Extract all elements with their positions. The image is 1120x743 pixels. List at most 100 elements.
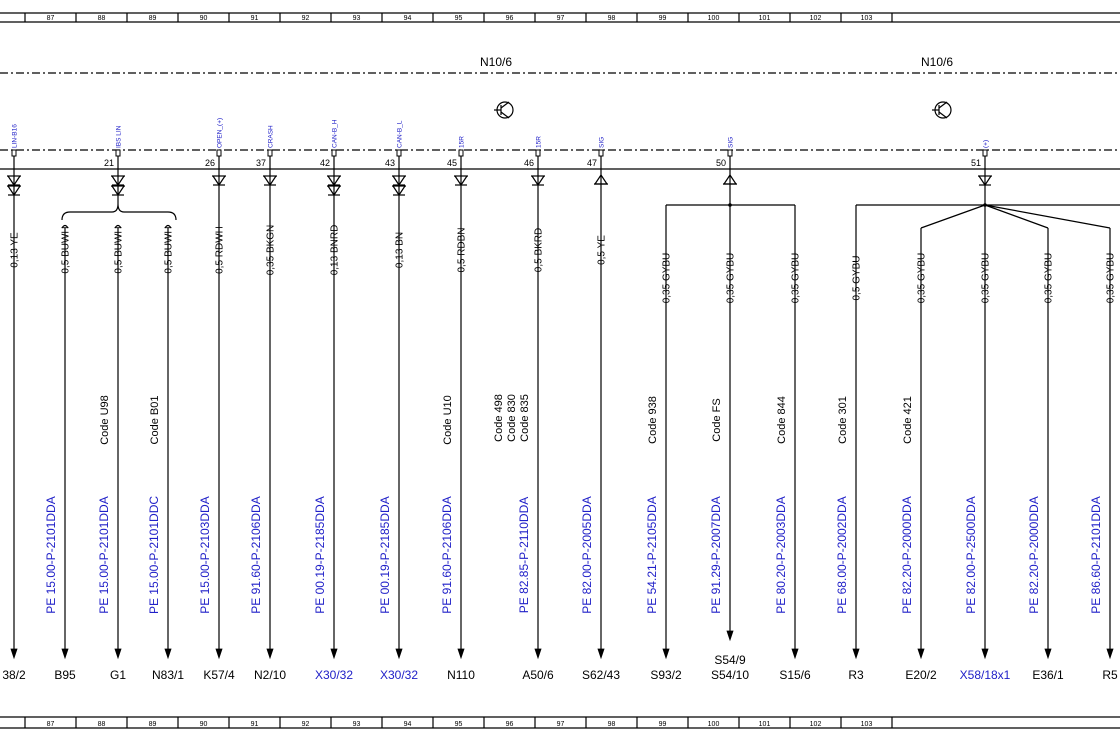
wire-label: 0,5 BUWH <box>164 226 175 273</box>
wire: 0,5 GYBU Code 301 PE 68.00-P-2002DDA R3 <box>835 228 864 682</box>
grid-cell-label: 89 <box>149 721 157 728</box>
grid-cell-label: 95 <box>455 15 463 22</box>
transistor-icon <box>932 101 952 119</box>
wire: 0,35 GYBU Code 421 PE 82.20-P-2000DDA E20/2 <box>900 228 937 682</box>
code-label: Code 421 <box>902 396 914 444</box>
wire-label: 0,35 GYBU <box>1106 253 1117 304</box>
reference-link[interactable]: PE 91.60-P-2106DDA <box>440 496 454 613</box>
destination-label: G1 <box>110 668 126 682</box>
bus-brace <box>61 203 177 221</box>
grid-cell-label: 93 <box>353 721 361 728</box>
grid-cell-label: 94 <box>404 721 412 728</box>
reference-link[interactable]: PE 15.00-P-2103DDA <box>198 496 212 613</box>
grid-cell-label: 92 <box>302 15 310 22</box>
reference-link[interactable]: PE 82.85-P-2110DDA <box>517 497 531 614</box>
wire-label: 0,5 YE <box>597 235 608 265</box>
reference-link[interactable]: PE 54.21-P-2105DDA <box>645 496 659 613</box>
grid-cell-label: 91 <box>251 721 259 728</box>
destination-label: N2/10 <box>254 668 286 682</box>
transistor-icon <box>494 101 514 119</box>
reference-link[interactable]: PE 15.00-P-2101DDC <box>147 496 161 614</box>
reference-link[interactable]: PE 82.00-P-2005DDA <box>580 496 594 613</box>
wire-label: 0,5 GYBU <box>852 255 863 300</box>
pin-signal-label: CRASH <box>268 125 275 148</box>
wire-label: 0,13 BNRD <box>330 225 341 276</box>
destination-label: R5 <box>1102 668 1118 682</box>
pin-number: 50 <box>716 158 726 168</box>
grid-cell-label: 99 <box>659 15 667 22</box>
code-label: Code 301 <box>837 396 849 444</box>
wire-label: 0,35 BKGN <box>266 225 277 276</box>
reference-link[interactable]: PE 80.20-P-2003DDA <box>774 496 788 613</box>
pin-number: 21 <box>104 158 114 168</box>
reference-link[interactable]: PE 91.60-P-2106DDA <box>249 496 263 613</box>
destination-label: S62/43 <box>582 668 620 682</box>
wire-label: 0,13 BN <box>395 232 406 268</box>
pin-signal-label: SIG <box>599 137 606 148</box>
destination-label: 38/2 <box>2 668 26 682</box>
destination-label[interactable]: X30/32 <box>315 668 353 682</box>
destination-label: S93/2 <box>650 668 682 682</box>
pin: 51(+) <box>971 140 990 169</box>
grid-cell-label: 102 <box>810 15 822 22</box>
grid-cell-label: 89 <box>149 15 157 22</box>
destination-label[interactable]: X30/32 <box>380 668 418 682</box>
grid-cell-label: 87 <box>47 721 55 728</box>
grid-cell-label: 90 <box>200 15 208 22</box>
grid-cell-label: 100 <box>708 721 720 728</box>
wire: 0,5 YE PE 82.00-P-2005DDA S62/43 <box>580 215 620 682</box>
grid-cell-label: 101 <box>759 721 771 728</box>
destination-label: N83/1 <box>152 668 184 682</box>
pin-signal-label: 15R <box>459 136 466 148</box>
reference-link[interactable]: PE 91.29-P-2007DDA <box>709 496 723 613</box>
wire-label: 0,5 RDBN <box>457 227 468 272</box>
reference-link[interactable]: PE 00.19-P-2185DDA <box>313 496 327 613</box>
reference-link[interactable]: PE 86.60-P-2101DDA <box>1089 496 1103 613</box>
grid-cell-label: 103 <box>861 721 873 728</box>
reference-link[interactable]: PE 15.00-P-2101DDA <box>44 496 58 613</box>
code-label: Code U10 <box>442 395 454 445</box>
grid-cell-label: 96 <box>506 721 514 728</box>
grid-cell-label: 91 <box>251 15 259 22</box>
code-label: Code 844 <box>776 396 788 444</box>
wire-label: 0,35 GYBU <box>791 253 802 304</box>
pin-number: 51 <box>971 158 981 168</box>
reference-link[interactable]: PE 68.00-P-2002DDA <box>835 496 849 613</box>
grid-cell-label: 95 <box>455 721 463 728</box>
wire-label: 0,35 GYBU <box>917 253 928 304</box>
reference-link[interactable]: PE 00.19-P-2185DDA <box>378 496 392 613</box>
grid-cell-label: 98 <box>608 15 616 22</box>
wire-label: 0,5 BKRD <box>534 228 545 272</box>
wire-label: 0,35 GYBU <box>1044 253 1055 304</box>
grid-cell-label: 97 <box>557 721 565 728</box>
reference-link[interactable]: PE 82.20-P-2000DDA <box>900 496 914 613</box>
destination-label[interactable]: X58/18x1 <box>960 668 1011 682</box>
destination-label: A50/6 <box>522 668 554 682</box>
pin-signal-label: CAN-B_L <box>397 120 404 148</box>
reference-link[interactable]: PE 82.00-P-2500DDA <box>964 496 978 613</box>
grid-cell-label: 87 <box>47 15 55 22</box>
reference-link[interactable]: PE 82.20-P-2000DDA <box>1027 496 1041 613</box>
reference-link[interactable]: PE 15.00-P-2101DDA <box>97 496 111 613</box>
grid-cell-label: 90 <box>200 721 208 728</box>
destination-label: E20/2 <box>905 668 937 682</box>
grid-cell-label: 88 <box>98 15 106 22</box>
grid-cell-label: 93 <box>353 15 361 22</box>
grid-cell-label: 98 <box>608 721 616 728</box>
code-label: Code 830 <box>506 394 518 442</box>
destination-label: R3 <box>848 668 864 682</box>
